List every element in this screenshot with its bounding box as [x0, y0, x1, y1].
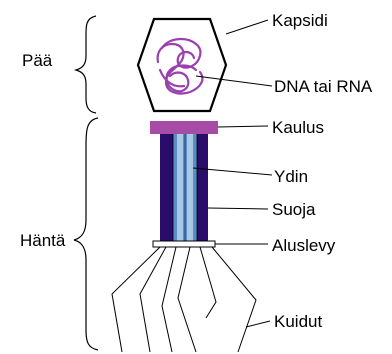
baseplate-label: Aluslevy: [272, 236, 336, 255]
sheath-label: Suoja: [272, 200, 316, 219]
collar-label: Kaulus: [272, 118, 324, 137]
head-section-label: Pää: [22, 51, 53, 70]
head-brace: [76, 16, 96, 113]
core-inner-right: [187, 134, 193, 241]
core-label: Ydin: [274, 167, 308, 186]
tail-section-label: Häntä: [20, 231, 66, 250]
tail-fibers: [112, 247, 256, 352]
core-inner-left: [177, 134, 183, 241]
tail-brace: [74, 118, 98, 350]
fibers-label: Kuidut: [274, 312, 322, 331]
collar: [150, 121, 218, 134]
dna-label: DNA tai RNA: [274, 77, 373, 96]
capsid-label: Kapsidi: [272, 11, 328, 30]
baseplate: [153, 241, 215, 247]
